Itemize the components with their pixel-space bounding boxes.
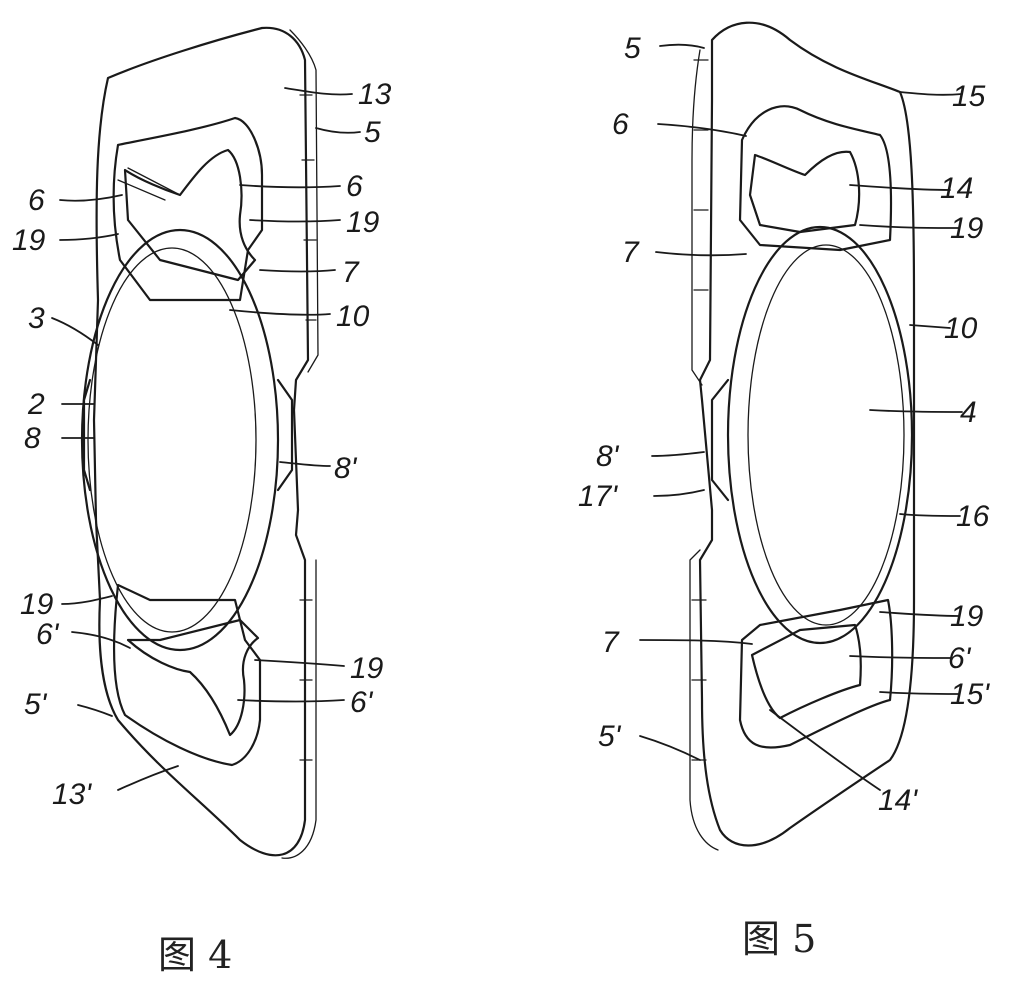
fig4-label-19-lower-right: 19 <box>350 652 384 685</box>
figure-5: 5 15 6 14 19 7 10 4 8' 17' 16 19 7 6' 15… <box>578 21 990 961</box>
fig5-label-17prime: 17' <box>578 480 618 513</box>
fig4-label-5: 5 <box>364 116 381 149</box>
fig5-label-6prime: 6' <box>948 642 972 675</box>
fig4-label-8: 8 <box>24 422 41 455</box>
fig5-outer-plate <box>698 21 916 847</box>
fig4-caption: 图 4 <box>158 933 232 977</box>
fig5-label-16: 16 <box>956 500 990 533</box>
fig5-optic-inner <box>747 244 905 626</box>
fig5-label-19-lower: 19 <box>950 600 984 633</box>
fig5-upper-window <box>738 105 893 252</box>
fig4-upper-window <box>112 116 264 302</box>
fig4-label-2: 2 <box>27 388 45 421</box>
fig4-lower-haptic <box>126 618 260 737</box>
fig4-lower-window <box>113 583 262 767</box>
fig4-label-13: 13 <box>358 78 392 111</box>
figure-4: 13 5 6 6 19 19 7 10 3 2 8 8' 19 6' 19 5'… <box>12 26 392 977</box>
fig5-label-5: 5 <box>624 32 641 65</box>
fig5-label-15: 15 <box>952 80 986 113</box>
fig5-label-10: 10 <box>944 312 978 345</box>
fig5-label-4: 4 <box>960 396 977 429</box>
fig4-label-19-lower-left: 19 <box>20 588 54 621</box>
fig5-lower-haptic <box>750 623 862 720</box>
fig5-optic-outer <box>726 225 914 645</box>
fig5-lower-window <box>738 598 894 749</box>
fig5-label-14: 14 <box>940 172 973 205</box>
fig4-label-6prime-right: 6' <box>350 686 374 719</box>
fig4-optic-inner <box>87 247 257 633</box>
fig4-optic-outer <box>80 228 280 652</box>
fig5-label-15prime: 15' <box>950 678 990 711</box>
fig4-outer-plate <box>92 26 310 857</box>
fig5-caption: 图 5 <box>742 917 816 961</box>
fig5-upper-haptic <box>748 150 861 234</box>
fig4-label-6prime-left: 6' <box>36 618 60 651</box>
fig4-label-7: 7 <box>342 256 360 289</box>
fig4-label-19-left: 19 <box>12 224 46 257</box>
fig4-label-10: 10 <box>336 300 370 333</box>
fig5-label-19: 19 <box>950 212 984 245</box>
fig4-label-8prime: 8' <box>334 452 358 485</box>
fig4-label-6-right: 6 <box>346 170 363 203</box>
fig4-label-3: 3 <box>28 302 45 335</box>
fig4-upper-haptic <box>123 148 257 282</box>
fig4-label-6-left: 6 <box>28 184 45 217</box>
fig5-label-6: 6 <box>612 108 629 141</box>
fig5-label-7-bottom: 7 <box>602 626 620 659</box>
fig5-label-7-top: 7 <box>622 236 640 269</box>
fig4-label-19-right: 19 <box>346 206 380 239</box>
fig5-label-14prime: 14' <box>878 784 918 817</box>
fig4-label-13prime: 13' <box>52 778 92 811</box>
fig5-label-5prime: 5' <box>598 720 622 753</box>
fig4-label-5prime: 5' <box>24 688 48 721</box>
fig5-label-8prime: 8' <box>596 440 620 473</box>
